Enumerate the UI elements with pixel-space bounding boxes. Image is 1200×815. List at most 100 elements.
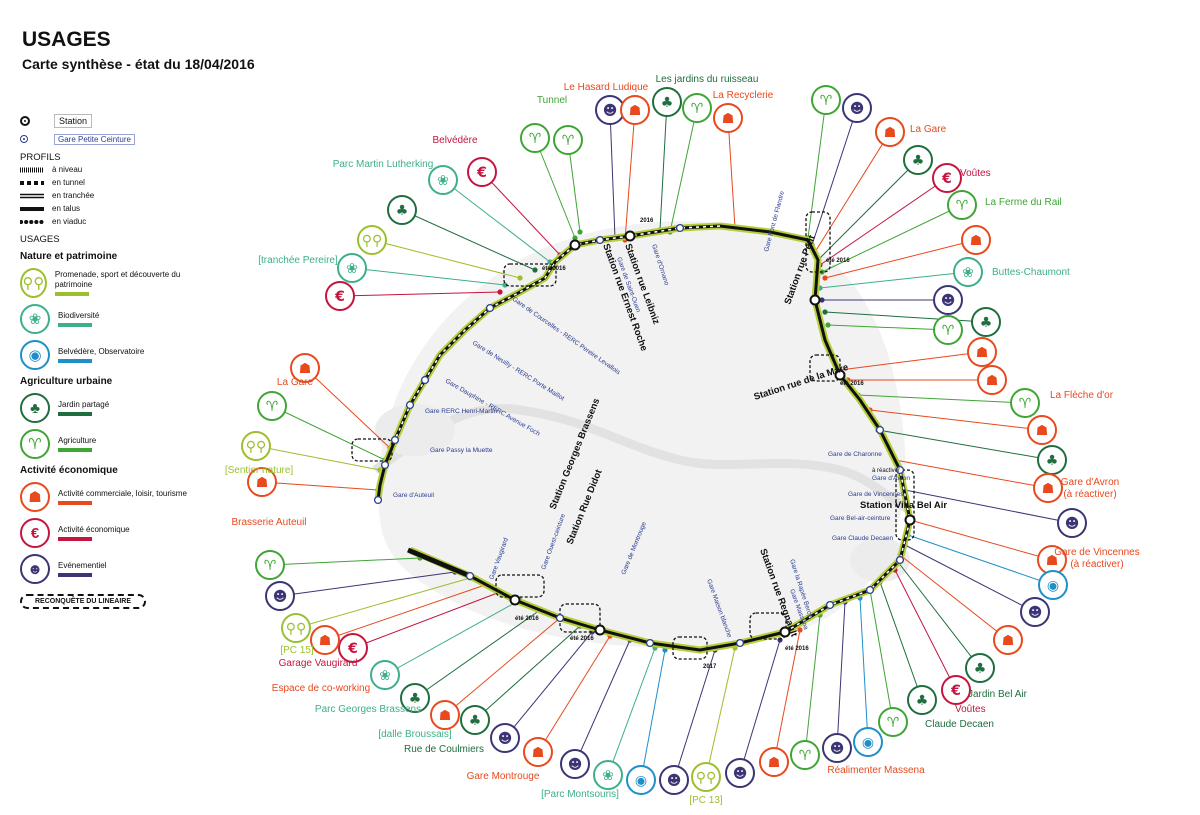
- plant-sprout-icon[interactable]: ❀: [953, 257, 983, 287]
- walking-people-icon[interactable]: ⚲⚲: [357, 225, 387, 255]
- shop-people-icon[interactable]: ☗: [523, 737, 553, 767]
- place-label: La Recyclerie: [713, 90, 774, 101]
- legend: Station Gare Petite Ceinture PROFILS à n…: [20, 112, 200, 609]
- plant-sprout-icon[interactable]: ❀: [337, 253, 367, 283]
- eye-icon[interactable]: ◉: [1038, 570, 1068, 600]
- usage-glyph: ☻: [1065, 516, 1080, 532]
- usage-glyph: ☗: [722, 111, 735, 127]
- usage-glyph: ♈: [887, 715, 900, 731]
- shop-people-icon[interactable]: ☗: [961, 225, 991, 255]
- station-marker: [509, 594, 521, 606]
- shop-people-icon[interactable]: ☗: [977, 365, 1007, 395]
- shop-people-icon[interactable]: ☗: [247, 467, 277, 497]
- place-label: Les jardins du ruisseau: [656, 74, 759, 85]
- eye-icon[interactable]: ◉: [626, 765, 656, 795]
- goat-icon[interactable]: ♈: [947, 190, 977, 220]
- usage-circle: [1033, 473, 1063, 503]
- plant-sprout-icon[interactable]: ❀: [428, 165, 458, 195]
- crowd-icon[interactable]: ☻: [842, 93, 872, 123]
- crowd-icon[interactable]: ☻: [265, 581, 295, 611]
- legend-usage-item: ☗Activité commerciale, loisir, tourisme: [20, 482, 200, 512]
- gare-label: Gare d'Auteuil: [393, 492, 435, 499]
- gardener-icon[interactable]: ♣: [907, 685, 937, 715]
- shop-people-icon[interactable]: ☗: [875, 117, 905, 147]
- gardener-icon[interactable]: ♣: [652, 87, 682, 117]
- usage-glyph: ❀: [437, 173, 449, 189]
- shop-people-icon[interactable]: ☗: [310, 625, 340, 655]
- legend-usage-label: Jardin partagé: [58, 400, 110, 409]
- plant-sprout-icon[interactable]: ❀: [593, 760, 623, 790]
- usage-circle: [325, 281, 355, 311]
- legend-usage-bar: [58, 412, 92, 416]
- shop-people-icon[interactable]: ☗: [1037, 545, 1067, 575]
- goat-icon[interactable]: ♈: [682, 93, 712, 123]
- track-line: [376, 224, 912, 652]
- gardener-icon[interactable]: ♣: [1037, 445, 1067, 475]
- place-label: Espace de co-working: [272, 683, 370, 694]
- legend-profil-tranchee: en tranchée: [20, 191, 95, 200]
- euro-icon[interactable]: €: [325, 281, 355, 311]
- shop-people-icon[interactable]: ☗: [759, 747, 789, 777]
- gardener-icon[interactable]: ♣: [965, 653, 995, 683]
- legend-groups: Nature et patrimoine⚲⚲Promenade, sport e…: [20, 251, 200, 584]
- crowd-icon[interactable]: ☻: [490, 723, 520, 753]
- walking-people-icon[interactable]: ⚲⚲: [691, 762, 721, 792]
- reconquete-zone: [749, 612, 787, 640]
- goat-icon[interactable]: ♈: [878, 707, 908, 737]
- legend-reconquete: RECONQUÊTE DU LINEAIRE: [20, 594, 146, 609]
- plant-sprout-icon[interactable]: ❀: [370, 660, 400, 690]
- crowd-icon[interactable]: ☻: [560, 749, 590, 779]
- connector-line: [739, 639, 781, 774]
- euro-icon[interactable]: €: [941, 675, 971, 705]
- usage-glyph: ♣: [974, 661, 987, 677]
- gardener-icon[interactable]: ♣: [971, 307, 1001, 337]
- shop-people-icon[interactable]: ☗: [290, 353, 320, 383]
- goat-icon[interactable]: ♈: [257, 391, 287, 421]
- crowd-icon[interactable]: ☻: [933, 285, 963, 315]
- goat-icon[interactable]: ♈: [1010, 388, 1040, 418]
- walking-people-icon[interactable]: ⚲⚲: [281, 613, 311, 643]
- usage-circle: [1038, 570, 1068, 600]
- shop-people-icon[interactable]: ☗: [430, 700, 460, 730]
- shop-people-icon[interactable]: ☗: [967, 337, 997, 367]
- gardener-icon[interactable]: ♣: [460, 705, 490, 735]
- crowd-icon[interactable]: ☻: [595, 95, 625, 125]
- shop-people-icon[interactable]: ☗: [1027, 415, 1057, 445]
- euro-icon[interactable]: €: [467, 157, 497, 187]
- goat-icon[interactable]: ♈: [553, 125, 583, 155]
- gare-icon: [20, 135, 28, 143]
- legend-usage-item: ◉Belvédère, Observatoire: [20, 340, 200, 370]
- gardener-icon[interactable]: ♣: [903, 145, 933, 175]
- euro-icon[interactable]: €: [932, 163, 962, 193]
- connector-line: [537, 635, 611, 753]
- crowd-icon[interactable]: ☻: [725, 758, 755, 788]
- shop-people-icon[interactable]: ☗: [1033, 473, 1063, 503]
- crowd-icon[interactable]: ☻: [822, 733, 852, 763]
- crowd-icon[interactable]: ☻: [1057, 508, 1087, 538]
- connector-line: [304, 367, 391, 449]
- walking-people-icon[interactable]: ⚲⚲: [241, 431, 271, 461]
- goat-icon[interactable]: ♈: [811, 85, 841, 115]
- usage-circle: [903, 145, 933, 175]
- shop-people-icon[interactable]: ☗: [713, 103, 743, 133]
- gardener-icon[interactable]: ♣: [387, 195, 417, 225]
- shop-people-icon[interactable]: ☗: [620, 95, 650, 125]
- shop-people-icon[interactable]: ☗: [993, 625, 1023, 655]
- reconquete-zone: [895, 469, 915, 541]
- crowd-icon[interactable]: ☻: [1020, 597, 1050, 627]
- gardener-icon[interactable]: ♣: [400, 683, 430, 713]
- gare-label: Gare de Vincennes: [848, 491, 904, 498]
- crowd-icon[interactable]: ☻: [659, 765, 689, 795]
- goat-icon[interactable]: ♈: [255, 550, 285, 580]
- usage-circle: [490, 723, 520, 753]
- gare-marker: [420, 375, 430, 385]
- goat-icon[interactable]: ♈: [520, 123, 550, 153]
- euro-icon[interactable]: €: [338, 633, 368, 663]
- goat-icon[interactable]: ♈: [933, 315, 963, 345]
- gare-marker: [865, 585, 875, 595]
- goat-icon[interactable]: ♈: [790, 740, 820, 770]
- legend-profil-tunnel: en tunnel: [20, 178, 85, 187]
- legend-usage-item: ♣Jardin partagé: [20, 393, 200, 423]
- eye-icon[interactable]: ◉: [853, 727, 883, 757]
- connector-line: [904, 544, 1036, 613]
